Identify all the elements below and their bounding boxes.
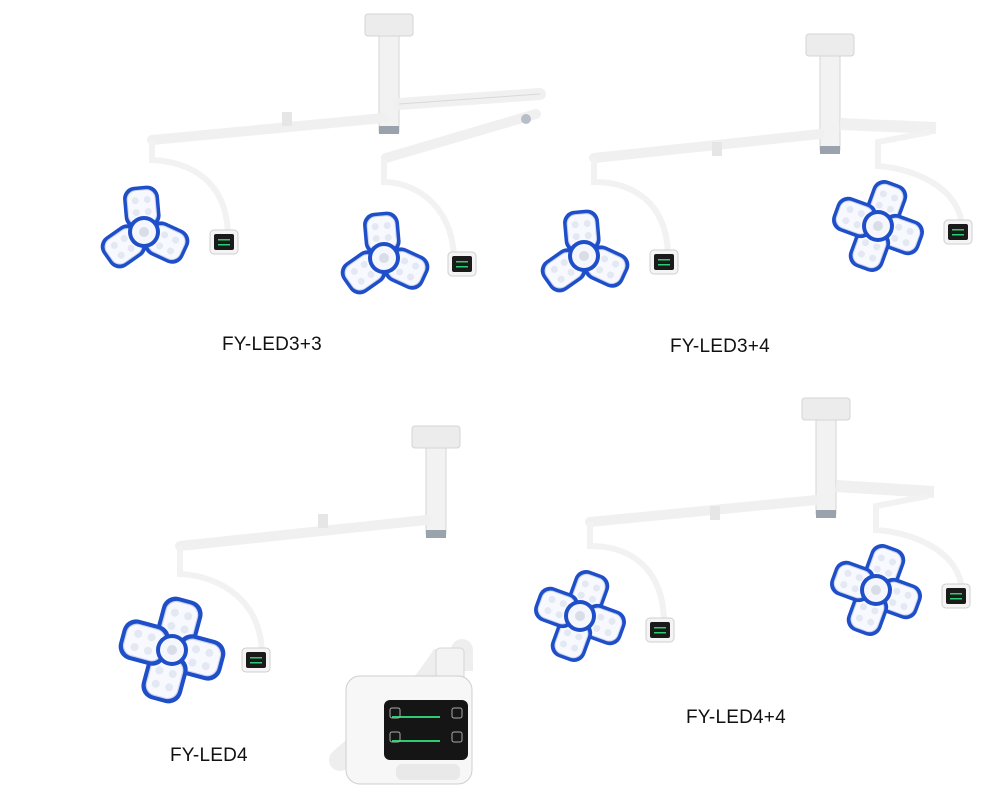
control-panel-closeup [329,639,473,785]
lamp-group-led4-4 [530,397,971,666]
caption-fy-led3-4: FY-LED3+4 [670,336,770,357]
lamp-group-led4 [114,425,461,708]
caption-fy-led3-3: FY-LED3+3 [222,334,322,355]
caption-fy-led4: FY-LED4 [170,745,248,766]
caption-fy-led4-4: FY-LED4+4 [686,707,786,728]
lamp-group-led3-4 [535,33,973,298]
lamp-group-led3-3 [95,13,546,300]
